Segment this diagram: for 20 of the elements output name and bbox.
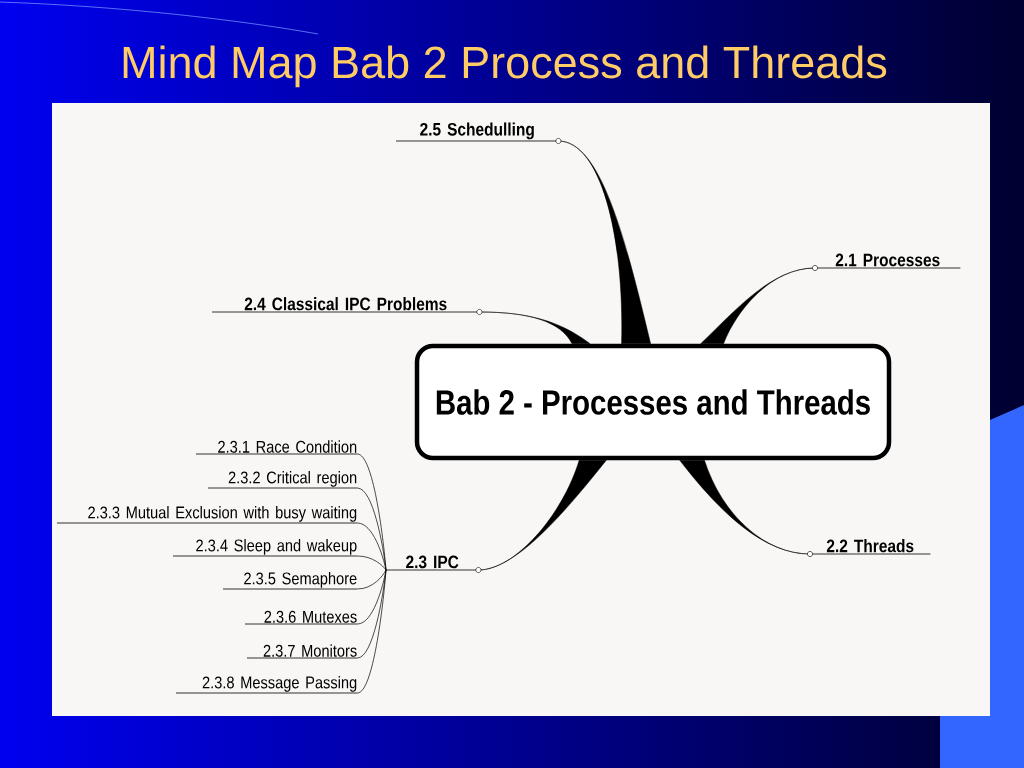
connector-line [357,569,387,694]
central-topic-box: Bab 2 - Processes and Threads [414,343,892,461]
topic-label: 2.2 Threads [809,539,931,555]
subtopic-label: 2.3.8 Message Passing [175,675,358,694]
subtopic-label: 2.3.1 Race Condition [195,440,358,455]
topic-label: 2.3 IPC [385,555,479,571]
subtopic-label: 2.3.4 Sleep and wakeup [172,538,358,557]
subtopic-label: 2.3.2 Critical region [207,470,358,489]
connector-line [357,569,387,590]
subtopic-label: 2.3.7 Monitors [246,644,358,659]
subtopic-label: 2.3.6 Mutexes [244,610,358,625]
connector-line [357,522,387,571]
subtopic-label: 2.3.5 Semaphore [222,571,358,590]
connector-line [357,453,387,571]
topic-label: 2.1 Processes [814,253,961,269]
subtopic-label: 2.3.3 Mutual Exclusion with busy waiting [56,505,358,524]
connector-line [357,555,387,571]
slide-title: Mind Map Bab 2 Process and Threads [123,45,887,88]
topic-label: 2.5 Schedulling [395,122,559,142]
topic-label: 2.4 Classical IPC Problems [211,297,480,313]
